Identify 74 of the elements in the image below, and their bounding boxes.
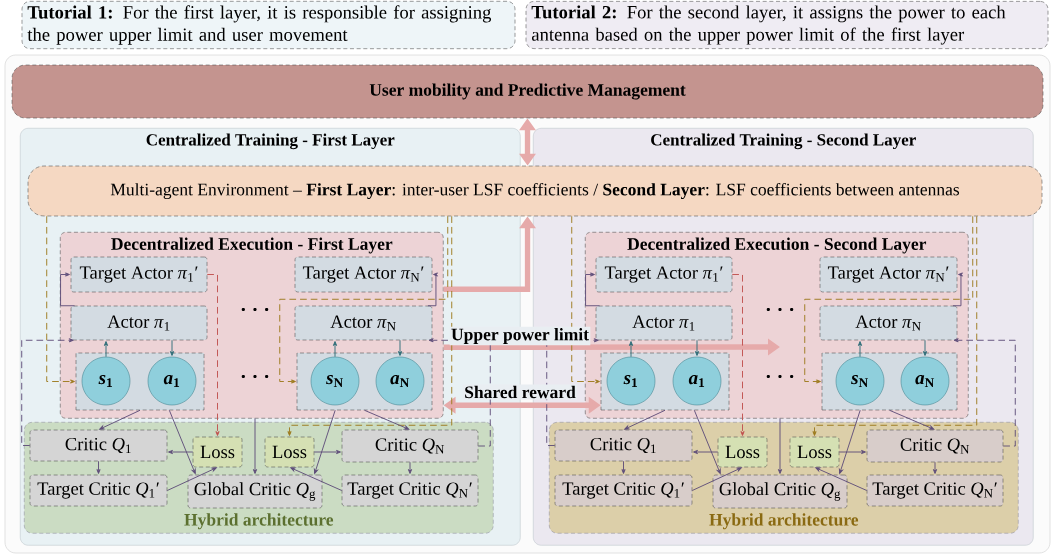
arrow [103, 341, 109, 358]
actor-box: Actor π$_{N}$ [294, 305, 433, 341]
arrow [693, 409, 721, 475]
arrow [621, 460, 626, 474]
arrow [21, 338, 74, 446]
arrow [624, 409, 666, 430]
arrow [332, 341, 338, 358]
critic-box: Critic Q$_{N}$ [866, 429, 1004, 463]
arrow [364, 409, 410, 430]
arrow [397, 339, 403, 356]
arrow [290, 467, 343, 491]
actor-box: Actor π$_{1}$ [70, 305, 208, 341]
actor-box: Actor π$_{N}$ [819, 305, 958, 341]
arrow [99, 409, 141, 430]
arrow [857, 341, 863, 358]
loss-box: Loss [717, 436, 768, 468]
arrow [932, 461, 938, 474]
critic-box: Global Critic Q$_{g}$ [187, 474, 323, 509]
arrow [168, 449, 194, 455]
note-box: Tutorial 2: For the second layer, it assigns the power to each antenna based on the upper power limit of the first layer [525, 1, 1049, 49]
ellipsis: · · · [766, 374, 794, 379]
note-box: Tutorial 1: For the first layer, it is responsible for assigning the power upper limit and user movement [21, 1, 516, 49]
arrow [922, 339, 928, 356]
actor-box: Actor π$_{1}$ [595, 305, 733, 341]
arrow [889, 409, 935, 430]
critic-box: Critic Q$_{1}$ [554, 429, 693, 462]
arrow [407, 461, 413, 474]
critic-box: Critic Q$_{1}$ [29, 429, 168, 462]
critic-box: Target Critic Q$_{N}$′ [341, 474, 479, 507]
arrow [816, 379, 821, 384]
arrow [168, 409, 196, 475]
critic-box: Target Critic Q$_{N}$′ [866, 474, 1004, 507]
ellipsis: · · · [241, 374, 269, 379]
arrow [953, 338, 1016, 447]
arrow [838, 449, 866, 455]
critic-box: Global Critic Q$_{g}$ [712, 474, 848, 509]
arrow [291, 379, 296, 384]
arrow [313, 409, 336, 474]
arrow [70, 379, 75, 384]
arrow [585, 272, 601, 307]
arrow [60, 272, 76, 307]
arrow [838, 409, 861, 474]
arrow [313, 449, 341, 455]
arrow [169, 339, 175, 356]
arrow [252, 418, 258, 474]
arrow [815, 467, 868, 491]
critic-box: Target Critic Q$_{1}$′ [554, 474, 693, 507]
actor-box: Target Actor π$_{1}$′ [595, 256, 733, 293]
actor-box: Target Actor π$_{1}$′ [70, 256, 208, 293]
actor-box: Target Actor π$_{N}$′ [819, 256, 958, 293]
actor-box: Target Actor π$_{N}$′ [294, 256, 433, 293]
critic-box: Critic Q$_{N}$ [341, 429, 479, 463]
title-banner: User mobility and Predictive Management [11, 64, 1044, 119]
environment-band: Multi-agent Environment – First Layer: inter-user LSF coefficients / Second Layer: LSF coefficients between antennas [27, 165, 1043, 217]
arrow [206, 274, 220, 436]
arrow [812, 431, 817, 436]
loss-box: Loss [264, 436, 315, 468]
ellipsis: · · · [241, 307, 269, 312]
loss-box: Loss [789, 436, 840, 468]
arrow [777, 418, 783, 474]
ellipsis: · · · [766, 307, 794, 312]
arrow [287, 431, 292, 436]
arrow [952, 272, 963, 307]
arrow [427, 272, 438, 307]
arrow [595, 379, 600, 384]
arrow [96, 460, 101, 474]
loss-box: Loss [192, 436, 243, 468]
arrow [691, 467, 742, 491]
arrow [628, 341, 634, 358]
arrow [166, 467, 217, 491]
arrow [731, 274, 745, 436]
arrow [693, 449, 719, 455]
critic-box: Target Critic Q$_{1}$′ [29, 474, 168, 507]
arrow [694, 339, 700, 356]
